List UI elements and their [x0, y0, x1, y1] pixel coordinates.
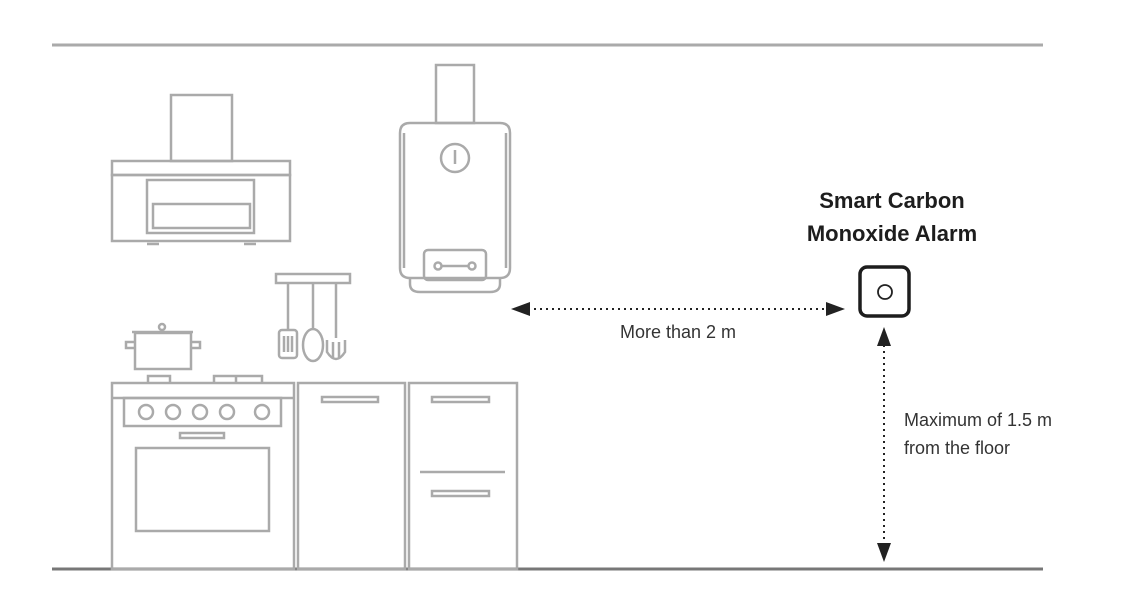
- utensil-rack-icon: [274, 272, 352, 363]
- distance-label: More than 2 m: [620, 322, 737, 342]
- height-label-line2: from the floor: [904, 438, 1011, 458]
- distance-arrow: [511, 302, 845, 316]
- device-title-line1: Smart Carbon: [819, 188, 965, 213]
- stove-icon: [110, 374, 296, 571]
- kitchen-cabinets-icon: [296, 381, 519, 571]
- smart-co-alarm-icon: [858, 265, 911, 318]
- cooking-pot-icon: [124, 322, 202, 371]
- height-label: Maximum of 1.5 m from the floor: [904, 406, 1052, 462]
- device-title: Smart Carbon Monoxide Alarm: [742, 184, 1042, 250]
- height-arrow: [877, 327, 891, 562]
- device-title-line2: Monoxide Alarm: [806, 221, 978, 246]
- water-heater-icon: [398, 63, 512, 294]
- height-label-line1: Maximum of 1.5 m: [904, 410, 1053, 430]
- range-hood-icon: [110, 93, 292, 246]
